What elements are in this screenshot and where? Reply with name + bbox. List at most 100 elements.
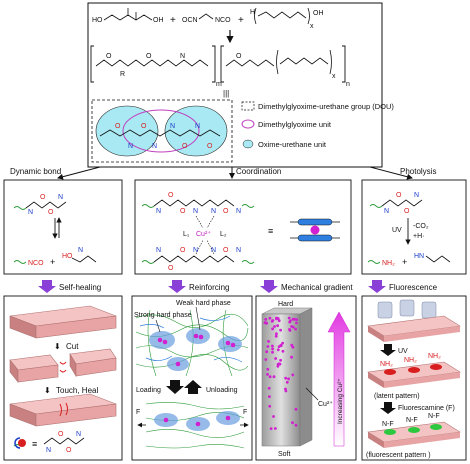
dyn-o: O [48, 209, 54, 216]
cu-dot [269, 427, 273, 430]
cu-dot [291, 421, 294, 425]
label-f-right: F [243, 409, 247, 416]
dou-dashed-box [91, 99, 233, 163]
cu-dot [288, 328, 291, 331]
cu-dot [264, 358, 268, 361]
chem-nco: NCO [215, 17, 231, 24]
reactant-dimethylglyoxime: HO OH [92, 8, 164, 24]
photo-h: +H· [413, 233, 424, 240]
coord-n-5: N [156, 247, 161, 254]
top-synthesis-box: HO OH + OCN NCO + H x OH O R O [87, 2, 394, 168]
cu-dot [276, 348, 280, 352]
cu-dot [276, 364, 280, 368]
cu-dot [264, 317, 268, 321]
cu-dot [289, 319, 292, 323]
legend-dimethyl-swatch [241, 119, 255, 129]
dynamic-bond-box: N O O N NCO + HO N [3, 179, 123, 275]
cu-dot [271, 344, 274, 348]
sh-n-2: N [76, 431, 81, 438]
label-nf-c: N-F [428, 413, 440, 420]
dyn-plus: + [50, 257, 55, 267]
dou-n-3: N [170, 123, 175, 130]
photo-hn: HN [414, 253, 424, 260]
purple-arrows: Self-healing Reinforcing Mechanical grad… [38, 280, 438, 293]
purple-arrow-self-healing [38, 280, 56, 293]
photo-nh2: NH₂ [382, 260, 395, 267]
cu-dot [290, 325, 293, 328]
coord-o-4: O [168, 265, 174, 272]
cu-dot [276, 324, 279, 327]
coord-n-1: N [156, 208, 161, 215]
label-weak-hard-phase: Weak hard phase [176, 300, 231, 307]
label-fluorescent: (fluorescent pattern ) [366, 452, 431, 459]
coord-n-6: N [193, 247, 198, 254]
reinforcing-panel: Weak hard phase Strong hard phase Loadin… [131, 295, 253, 461]
photolysis-box: N O O N UV -CO₂ +H· NH₂ + HN [361, 179, 467, 275]
dou-o-3: O [182, 143, 188, 150]
photo-o-1: O [396, 192, 402, 199]
self-healing-panel: ⬇ Cut ⬇ Touch, Heal ≡ N O O N [3, 295, 123, 461]
label-nf-b: N-F [406, 417, 418, 424]
cu-dot [271, 350, 274, 354]
label-unloading: Unloading [206, 387, 238, 394]
cu-dot [271, 347, 274, 351]
coord-schematic [290, 218, 340, 242]
fluorescence-panel: UV NH₂ NH₂ NH₂ (latent pattern) Fluoresc… [361, 295, 467, 461]
cu-dot [287, 377, 290, 381]
coord-o-2: O [180, 208, 186, 215]
equivalence-sign: ||| [223, 89, 229, 98]
coord-o-5: O [180, 247, 186, 254]
cu-dot [291, 373, 295, 377]
label-self-healing: Self-healing [59, 283, 101, 292]
poly-n-1: N [180, 53, 185, 60]
photolysis-box-frame [361, 179, 467, 275]
cu-dot [279, 328, 282, 332]
cu-dot [266, 345, 270, 348]
coord-n-2: N [193, 208, 198, 215]
coord-n-8: N [236, 247, 241, 254]
dyn-ho: HO [62, 253, 73, 260]
photo-co2: -CO₂ [413, 223, 429, 230]
cu-dot [285, 380, 289, 384]
cu-dot [274, 427, 277, 430]
cu-dot [274, 334, 278, 338]
label-f-left: F [136, 409, 140, 416]
legend-oxime-label: Oxime-urethane unit [258, 140, 327, 149]
label-nh2-c: NH₂ [428, 353, 441, 360]
sh-o-2: O [66, 447, 72, 454]
sh-n-1: N [46, 447, 51, 454]
chem-n: n [346, 81, 350, 88]
coordination-box: N O O N N O N L₁ Cu²⁺ L₂ N O O N N O N ≡ [134, 179, 352, 275]
photo-n-2: N [414, 192, 419, 199]
dou-group: O N O N N O N O [91, 99, 233, 163]
cu-dot [278, 362, 282, 366]
photo-n: N [384, 208, 389, 215]
dou-o-4: O [207, 143, 213, 150]
cu-dot [294, 407, 298, 411]
cu-dot [268, 395, 271, 398]
legend: Dimethylglyoxime-urethane group (DOU) Di… [241, 101, 394, 149]
cu-dots [263, 316, 299, 430]
label-mechanical-gradient: Mechanical gradient [281, 283, 353, 292]
label-touch-heal: Touch, Heal [56, 386, 98, 395]
cu-dot [268, 316, 272, 320]
dimethylglyoxime-ring [122, 109, 200, 153]
fluorescamine-arrow [380, 402, 396, 414]
loading-arrow [166, 380, 184, 394]
chem-x: x [310, 23, 314, 30]
increasing-cu-arrow [327, 311, 351, 447]
sh-legend-equiv: ≡ [32, 439, 37, 449]
legend-dou-label: Dimethylglyoxime-urethane group (DOU) [258, 102, 394, 111]
dou-o-2: O [141, 123, 147, 130]
dou-n-1: N [128, 143, 133, 150]
cut-arrow: ⬇ [54, 342, 61, 351]
dou-n-2: N [152, 143, 157, 150]
sh-legend-red-dot [18, 439, 26, 447]
cu-dot [284, 376, 288, 380]
cu-dot [277, 345, 281, 348]
dyn-n-3: N [78, 247, 83, 254]
dyn-nco: NCO [28, 260, 44, 267]
cu-dot [272, 375, 276, 379]
label-strong-hard-phase: Strong hard phase [134, 312, 192, 319]
